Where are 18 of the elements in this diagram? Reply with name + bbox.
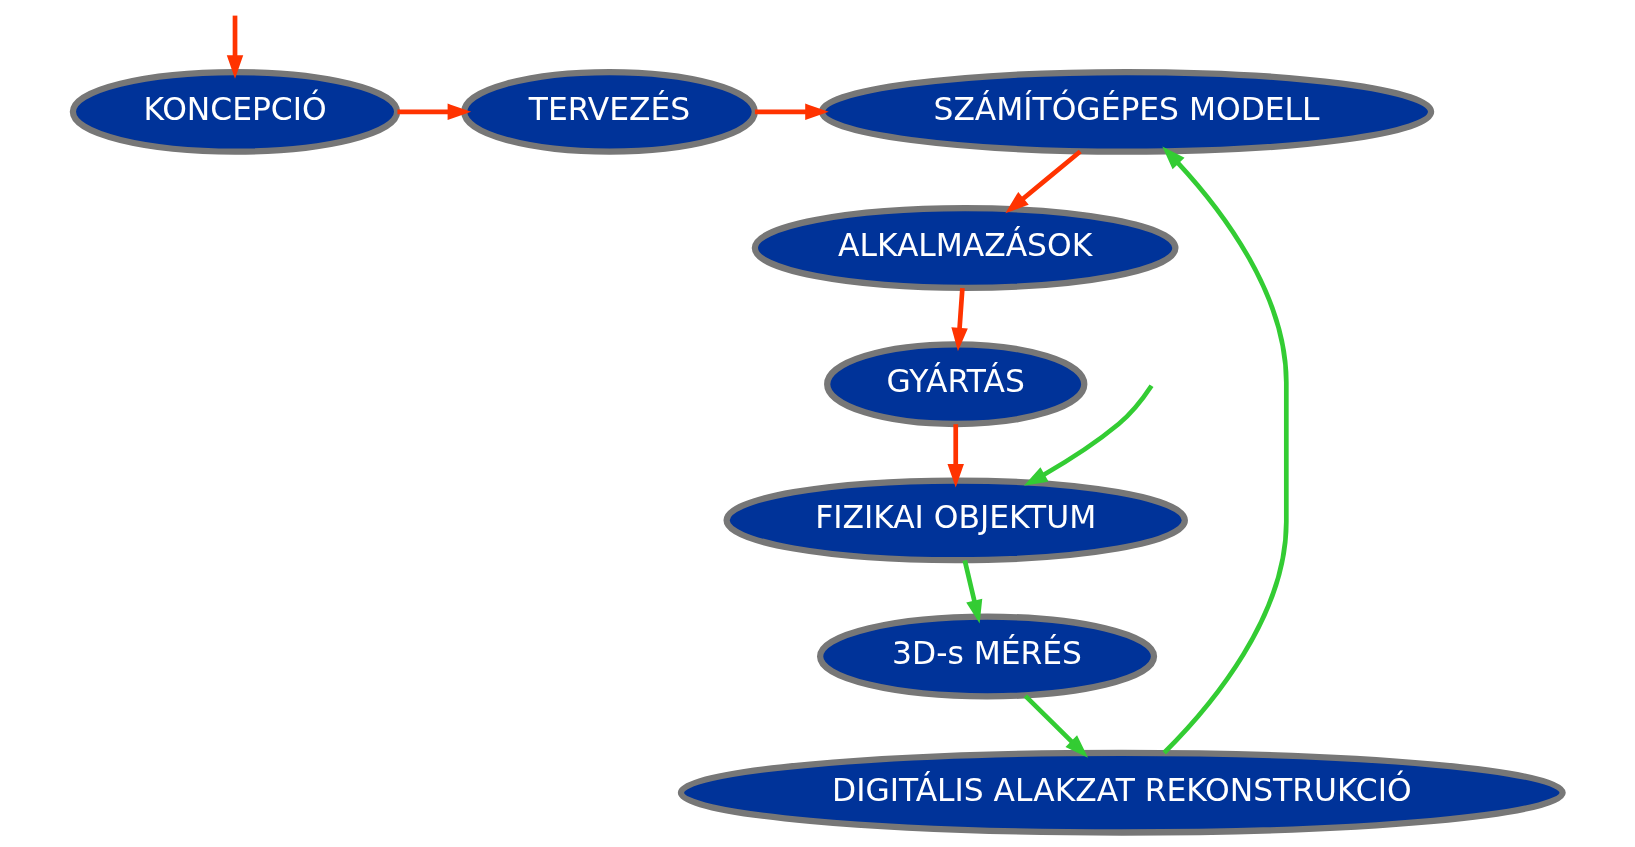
node-ellipse: ALKALMAZÁSOK <box>751 205 1178 291</box>
arrow <box>1023 694 1088 758</box>
arrow <box>950 287 968 352</box>
node-ellipse: FIZIKAI OBJEKTUM <box>722 477 1188 564</box>
node-ellipse: DIGITÁLIS ALAKZAT REKONSTRUKCIÓ <box>677 749 1566 836</box>
node-ellipse: TERVEZÉS <box>460 68 758 155</box>
node-ellipse: GYÁRTÁS <box>823 341 1087 428</box>
node-ellipse: KONCEPCIÓ <box>69 68 400 155</box>
arrow <box>396 103 471 121</box>
node-ellipse: SZÁMÍTÓGÉPES MODELL <box>818 68 1434 155</box>
arrow <box>1161 146 1289 755</box>
arrow <box>962 559 982 624</box>
arrow <box>946 424 964 488</box>
arrow <box>226 15 243 79</box>
node-ellipse: 3D-s MÉRÉS <box>816 613 1157 700</box>
arrow <box>754 103 829 121</box>
arrow <box>1004 149 1082 214</box>
arrow <box>1023 384 1153 486</box>
